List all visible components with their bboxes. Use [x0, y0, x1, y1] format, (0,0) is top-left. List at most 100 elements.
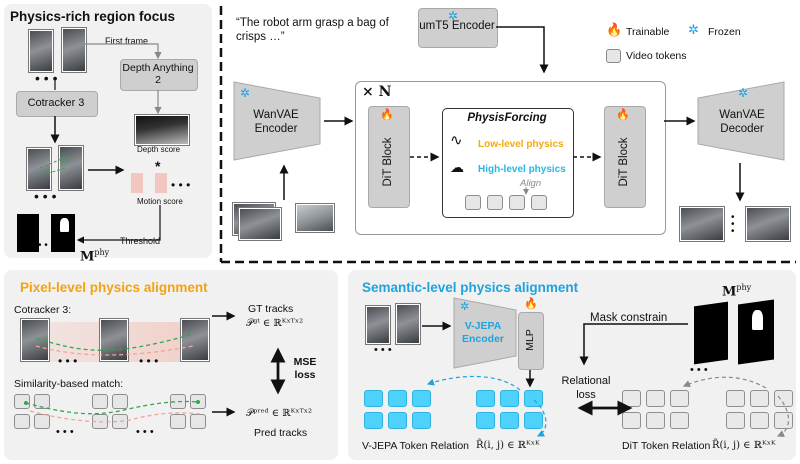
sem-m-sup: phy — [736, 283, 752, 292]
dit-token-6 — [670, 412, 689, 429]
rel-token-1 — [476, 390, 495, 407]
dit-rel-token-5 — [750, 412, 769, 429]
dit2-flame-icon: 🔥 — [616, 109, 630, 121]
motion-bar-2 — [155, 173, 167, 193]
pf-token-3 — [509, 195, 525, 210]
sim-token-1 — [14, 394, 30, 409]
vj-token-4 — [364, 412, 383, 429]
dit1-flame-icon: 🔥 — [380, 109, 394, 121]
align-label: Align — [520, 178, 542, 189]
input-frame-small — [296, 204, 334, 232]
dit-block-2 — [604, 106, 646, 208]
mask-constrain-label: Mask constrain — [590, 312, 668, 324]
pixel-dots-1: • • • — [58, 354, 78, 368]
rel-token-6 — [524, 412, 543, 429]
point-sub: i — [66, 159, 69, 166]
region-mphy-label: Mphy — [80, 248, 109, 264]
rel-token-2 — [500, 390, 519, 407]
sem-frame-1 — [366, 306, 390, 344]
region-dots: • • • — [35, 70, 58, 86]
rel-token-5 — [500, 412, 519, 429]
vj-token-6 — [412, 412, 431, 429]
pred-tracks-label: Pred tracks — [254, 427, 308, 439]
region-mask-shape — [60, 218, 69, 232]
depth-anything-box — [120, 59, 198, 91]
output-frame-2 — [746, 207, 790, 241]
prompt-text: “The robot arm grasp a bag of crisps …” — [236, 17, 389, 43]
times-n-label: × N — [362, 84, 392, 100]
relational-loss-label: Relational loss — [561, 375, 611, 401]
tracked-dots: • • • — [34, 188, 57, 204]
input-frames-front — [239, 208, 281, 240]
depth-score-label: Depth score — [137, 145, 181, 154]
high-level-label: High-level physics — [478, 164, 566, 175]
gt-tracks-label: GT tracks — [248, 303, 294, 315]
encoder-snowflake-icon: ✲ — [240, 86, 251, 100]
dit-token-3 — [670, 390, 689, 407]
sim-token-11 — [170, 414, 186, 429]
sim-token-3 — [14, 414, 30, 429]
region-title: Physics-rich region focus — [10, 9, 176, 24]
vj-token-3 — [412, 390, 431, 407]
sim-token-8 — [112, 414, 128, 429]
wanvae-encoder-label: WanVAE Encoder — [253, 109, 299, 135]
depth-map — [135, 115, 189, 145]
dit-rel-token-4 — [726, 412, 745, 429]
sim-token-12 — [190, 414, 206, 429]
pixel-frame-3 — [181, 319, 209, 361]
cotracker-label: Cotracker 3 — [27, 97, 85, 109]
main-arrows — [279, 26, 745, 202]
sim-dots-2: • • • — [136, 426, 154, 438]
vjepa-relation-label: V-JEPA Token Relation — [362, 440, 470, 452]
vj-token-5 — [388, 412, 407, 429]
r-tilde-formula: R̃(i, j) ∈ ℝᴷˣᴷ — [712, 440, 776, 451]
vj-token-2 — [388, 390, 407, 407]
gt-formula: 𝒫ᵍᵗ ∈ ℝᴷˣᵀˣ² — [246, 318, 304, 329]
motion-bar-1 — [131, 173, 143, 193]
region-frame-1 — [29, 30, 53, 72]
pf-token-4 — [531, 195, 547, 210]
pixel-cotracker-label: Cotracker 3: — [14, 304, 72, 316]
pixel-frame-2 — [100, 319, 128, 361]
pf-token-1 — [465, 195, 481, 210]
low-level-label: Low-level physics — [478, 139, 564, 150]
wanvae-encoder-shape — [233, 81, 321, 161]
legend-flame-icon: 🔥 — [606, 22, 623, 37]
tracked-frame-1 — [27, 148, 51, 190]
wanvae-decoder-label: WanVAE Decoder — [719, 109, 765, 135]
pf-token-2 — [487, 195, 503, 210]
umt5-label: umT5 Encoder — [419, 20, 495, 32]
point-label: pi — [62, 154, 69, 166]
point-p: p — [62, 154, 67, 163]
region-frame-2 — [62, 28, 86, 72]
dit-rel-token-1 — [726, 390, 745, 407]
legend-snowflake-icon: ✲ — [688, 22, 699, 37]
first-frame-label: First frame — [105, 36, 149, 46]
output-frame-1 — [680, 207, 724, 241]
motion-score-label: Motion score — [137, 197, 183, 206]
physisforcing-title: PhysisForcing — [467, 112, 547, 124]
sim-token-4 — [34, 414, 50, 429]
region-arrows — [37, 43, 162, 244]
dit-rel-token-3 — [774, 390, 793, 407]
region-m: M — [80, 249, 95, 265]
physisforcing-box — [442, 108, 574, 218]
brain-icon: ☁ — [450, 159, 464, 175]
wanvae-decoder-shape — [697, 81, 785, 161]
cotracker-box — [16, 91, 98, 117]
region-m-sup: phy — [94, 248, 110, 257]
vj-token-1 — [364, 390, 383, 407]
sim-dots-1: • • • — [56, 426, 74, 438]
dit-token-5 — [646, 412, 665, 429]
sem-mask-shape — [752, 310, 763, 330]
pixel-title: Pixel-level physics alignment — [20, 280, 208, 295]
rel-token-4 — [476, 412, 495, 429]
vjepa-snowflake-icon: ✲ — [460, 301, 470, 313]
threshold-label: Threshold — [120, 236, 161, 246]
dit-rel-token-2 — [750, 390, 769, 407]
sem-frame-2 — [396, 304, 420, 344]
umt5-box — [418, 8, 498, 48]
output-dots: ••• — [731, 212, 735, 237]
r-hat-formula: R̂(i, j) ∈ ℝᴷˣᴷ — [476, 440, 540, 451]
